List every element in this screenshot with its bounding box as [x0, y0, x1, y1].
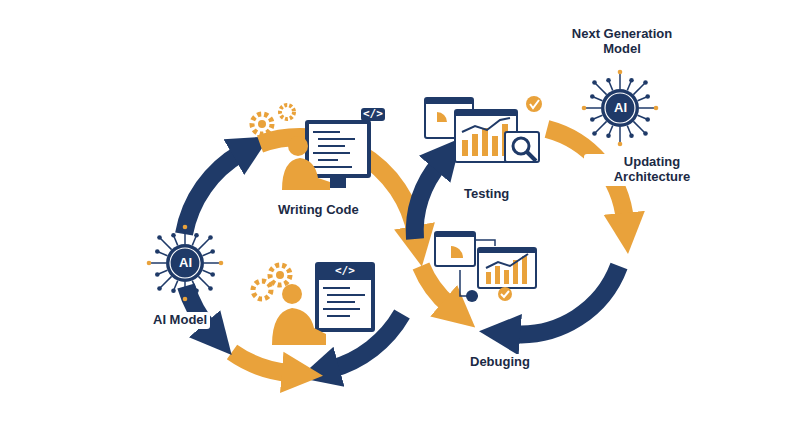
chip-spoke — [198, 276, 210, 288]
chip-dot — [590, 94, 595, 99]
model-label: AI Model — [150, 312, 210, 329]
chip-dot — [654, 106, 659, 111]
chip-dot — [592, 131, 597, 136]
chip-spoke — [160, 276, 172, 288]
chip-dot — [582, 106, 587, 111]
chip-spoke — [204, 262, 221, 264]
chip-dot — [643, 80, 648, 85]
chip-dot — [645, 117, 650, 122]
ai-chip-icon — [582, 70, 659, 147]
chip-dot — [606, 133, 611, 138]
chip-spoke — [595, 121, 607, 133]
debugging-dashboard — [435, 232, 536, 302]
chip-dot — [147, 261, 152, 266]
code-icon-text: </> — [333, 265, 357, 278]
chip-dot — [208, 235, 213, 240]
chip-spoke — [639, 107, 656, 109]
coder-illustration — [253, 262, 375, 345]
coder-illustration — [252, 105, 371, 190]
chip-dot — [210, 272, 215, 277]
chip-spoke — [619, 127, 621, 144]
chip-dot — [590, 117, 595, 122]
chip-dot — [171, 233, 176, 238]
chip-dot — [629, 133, 634, 138]
stage-label: Testing — [461, 186, 512, 203]
chip-spoke — [633, 121, 645, 133]
chip-dot — [618, 142, 623, 147]
chip-dot — [210, 249, 215, 254]
code-icon-text: </> — [361, 108, 385, 121]
chip-spoke — [595, 83, 607, 95]
chip-spoke — [633, 83, 645, 95]
testing-dashboard — [425, 96, 542, 162]
chip-dot — [157, 235, 162, 240]
chip-spoke — [184, 282, 186, 299]
stage-label: Updating Architecture — [584, 154, 720, 186]
chip-dot — [219, 261, 224, 266]
chip-dot — [592, 80, 597, 85]
left-loop — [184, 137, 416, 373]
chip-spoke — [584, 107, 601, 109]
stage-label: Debuging — [467, 354, 533, 371]
chip-spoke — [149, 262, 166, 264]
chip-spoke — [619, 72, 621, 89]
chip-text: AI — [176, 255, 195, 272]
chip-dot — [183, 297, 188, 302]
chip-dot — [645, 94, 650, 99]
chip-dot — [171, 288, 176, 293]
chip-dot — [618, 70, 623, 75]
chip-spoke — [198, 238, 210, 250]
chip-dot — [208, 286, 213, 291]
chip-dot — [157, 286, 162, 291]
model-label: Next Generation Model — [554, 26, 690, 58]
chip-spoke — [160, 238, 172, 250]
stage-label: Writing Code — [275, 202, 362, 219]
chip-dot — [155, 272, 160, 277]
chip-dot — [643, 131, 648, 136]
chip-dot — [629, 78, 634, 83]
chip-text: AI — [611, 100, 630, 117]
chip-spoke — [184, 227, 186, 244]
chip-dot — [194, 288, 199, 293]
chip-dot — [183, 225, 188, 230]
chip-dot — [155, 249, 160, 254]
chip-dot — [194, 233, 199, 238]
chip-dot — [606, 78, 611, 83]
ai-chip-icon — [147, 225, 224, 302]
